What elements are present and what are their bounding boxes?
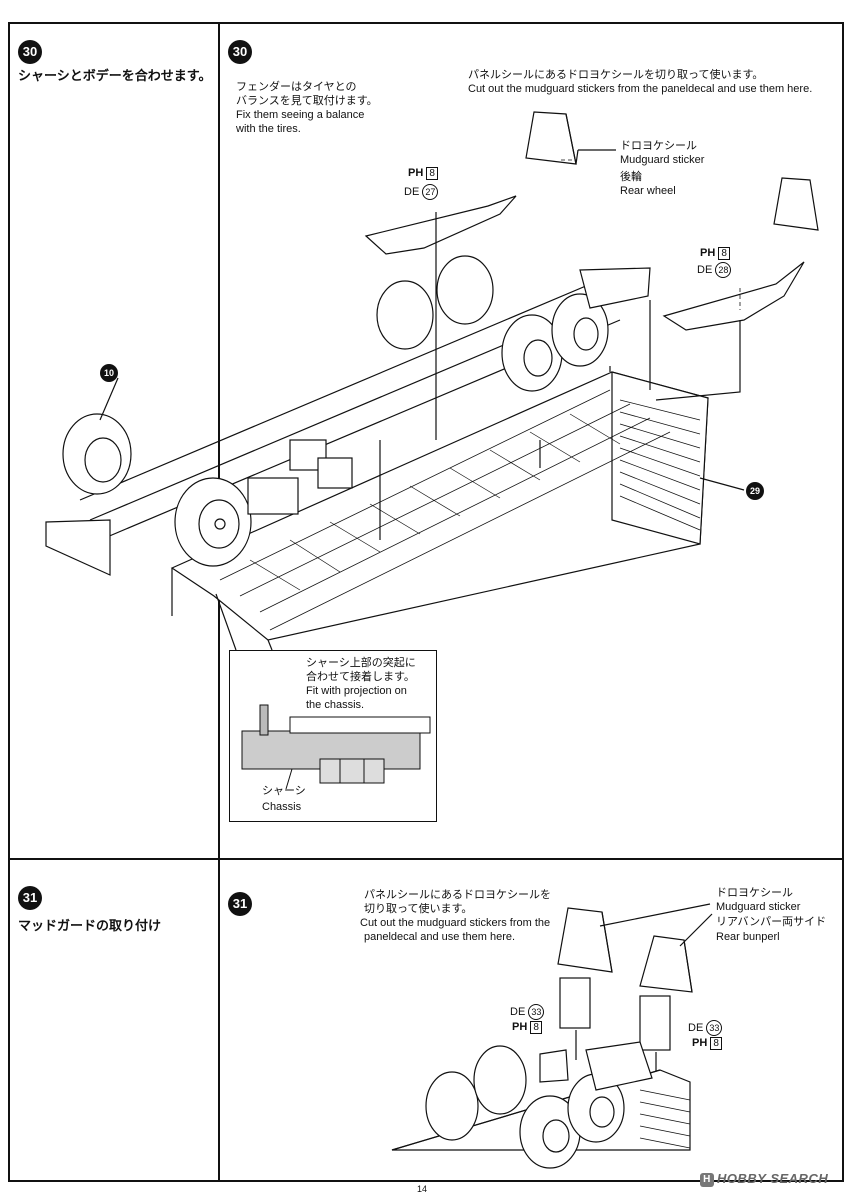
step31-mudguard-jp: ドロヨケシール: [716, 887, 793, 899]
step-31-number-right: 31: [228, 892, 252, 916]
rear-bumper-label-jp: リアバンパー両サイド: [716, 916, 827, 928]
rear-wheel-label-en: Rear wheel: [620, 185, 676, 197]
inset-drawing: [241, 704, 431, 790]
rear-wheel-label-jp: 後輪: [620, 171, 642, 183]
mudguard-label-en: Mudguard sticker: [620, 154, 705, 166]
step-divider: [8, 858, 844, 860]
fender-note-jp-1: フェンダーはタイヤとの: [236, 81, 357, 93]
step-31-title: マッドガードの取り付け: [18, 918, 162, 933]
fender-note-en-1: Fix them seeing a balance: [236, 109, 365, 121]
step-31-number-left: 31: [18, 886, 42, 910]
watermark-badge: H: [700, 1172, 714, 1187]
chassis-label-jp: シャーシ: [262, 785, 306, 797]
page-frame: [8, 22, 844, 1182]
step-30-number-right: 30: [228, 40, 252, 64]
rear-bumper-label-en: Rear bunperl: [716, 931, 780, 943]
inset-note-jp-1: シャーシ上部の突起に: [306, 657, 416, 669]
chassis-label-en: Chassis: [262, 801, 302, 813]
callout-29: 29: [746, 482, 764, 500]
step-30-number-left: 30: [18, 40, 42, 64]
part-b-ph: PH 8: [700, 246, 730, 260]
part-r-ph: PH 8: [692, 1036, 722, 1050]
step31-note-jp-2: 切り取って使います。: [364, 903, 473, 915]
fender-note-jp-2: バランスを見て取付けます。: [236, 95, 378, 107]
sticker-note-en: Cut out the mudguard stickers from the p…: [468, 83, 813, 95]
inset-note-jp-2: 合わせて接着します。: [306, 671, 415, 683]
part-r-de: DE 33: [688, 1020, 723, 1036]
inset-note-en-2: the chassis.: [306, 699, 365, 711]
mudguard-label-jp: ドロヨケシール: [620, 140, 697, 152]
watermark-text: HOBBY SEARCH: [717, 1171, 829, 1186]
part-l-ph: PH 8: [512, 1020, 542, 1034]
step-30-title: シャーシとボデーを合わせます。: [18, 68, 212, 83]
inset-note-en-1: Fit with projection on: [306, 685, 407, 697]
part-a-ph: PH 8: [408, 166, 438, 180]
step31-mudguard-en: Mudguard sticker: [716, 901, 801, 913]
callout-10: 10: [100, 364, 118, 382]
part-a-de: DE 27: [404, 184, 439, 200]
part-b-de: DE 28: [697, 262, 732, 278]
step31-note-jp-1: パネルシールにあるドロヨケシールを: [364, 889, 551, 901]
part-l-de: DE 33: [510, 1004, 545, 1020]
step31-note-en-2: paneldecal and use them here.: [364, 931, 516, 943]
page-number: 14: [417, 1184, 428, 1194]
step31-note-en-1: Cut out the mudguard stickers from the: [360, 917, 551, 929]
sticker-note-jp: パネルシールにあるドロヨケシールを切り取って使います。: [468, 69, 764, 81]
fender-note-en-2: with the tires.: [236, 123, 301, 135]
inset-detail: [229, 650, 437, 822]
